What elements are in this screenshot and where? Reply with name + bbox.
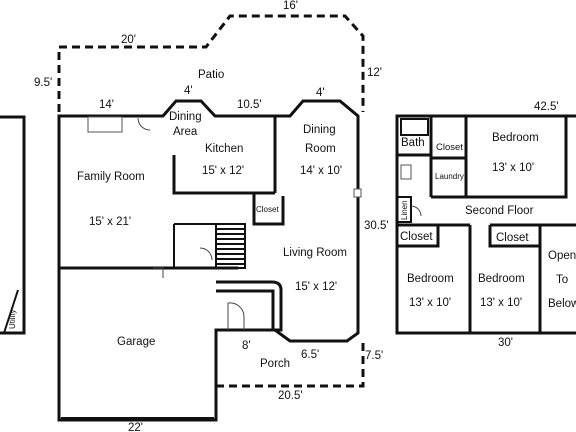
bedroom-top-size: 13' x 10' — [492, 162, 534, 174]
living-room-size: 15' x 12' — [295, 281, 337, 293]
living-room-label: Living Room — [283, 247, 347, 259]
side-window — [353, 188, 362, 198]
bedroom-mid-label: Bedroom — [478, 273, 525, 285]
dim-patio-top: 16' — [283, 0, 298, 12]
kitchen-divider — [172, 155, 275, 195]
closet-right-label: Closet — [496, 232, 529, 244]
family-room-size: 15' x 21' — [89, 216, 131, 228]
dim-second-floor-top: 42.5' — [534, 101, 559, 113]
utility-wall — [3, 289, 19, 334]
bedroom-top-label: Bedroom — [492, 132, 539, 144]
open-label-3: Below — [548, 298, 576, 310]
fireplace — [87, 116, 123, 133]
bath-sink — [400, 164, 412, 180]
laundry-label: Laundry — [435, 172, 464, 181]
patio-door-arc — [137, 117, 151, 131]
garage-label: Garage — [117, 336, 155, 348]
top-bedroom-walls — [466, 116, 568, 199]
dim-patio-left-top: 20' — [121, 34, 136, 46]
dim-kitchen-top: 10.5' — [237, 99, 262, 111]
house-outline — [57, 99, 360, 422]
family-room-label: Family Room — [77, 171, 145, 183]
kitchen-size: 15' x 12' — [202, 165, 244, 177]
dim-right-side: 30.5' — [364, 220, 389, 232]
bedroom-left-size: 13' x 10' — [409, 297, 451, 309]
front-door-arc — [227, 302, 245, 330]
stairs-outline — [215, 223, 246, 269]
dim-porch-left: 8' — [242, 340, 251, 352]
stairs-treads — [216, 228, 245, 265]
patio-outline — [57, 14, 365, 112]
dim-front-width: 20.5' — [278, 390, 303, 402]
porch-outline — [216, 341, 365, 388]
patio-label: Patio — [198, 69, 224, 81]
dining-room-label-2: Room — [305, 143, 336, 155]
dining-room-label-1: Dining — [303, 124, 336, 136]
open-label-1: Open — [548, 250, 576, 262]
closet-left-label: Closet — [400, 231, 433, 243]
bath-label: Bath — [401, 137, 425, 149]
dim-family-top: 14' — [99, 99, 114, 111]
basement-plan: Utility — [0, 115, 26, 335]
bedroom-left-label: Bedroom — [407, 273, 454, 285]
open-label-2: To — [556, 274, 568, 286]
bath-fixtures — [400, 118, 429, 136]
bath-walls — [397, 116, 468, 199]
second-floor-plan — [395, 114, 576, 335]
dim-dining-area-top: 4' — [184, 85, 193, 97]
dim-patio-side-left: 9.5' — [34, 77, 52, 89]
closet-left-walls — [397, 225, 440, 248]
dining-room-size: 14' x 10' — [300, 165, 342, 177]
dining-area-label-1: Dining — [169, 111, 202, 123]
half-bath-wall — [173, 223, 216, 268]
dim-porch-side: 7.5' — [365, 350, 383, 362]
stairs — [215, 223, 246, 269]
closet-hall-label: Closet — [436, 142, 463, 153]
porch-label: Porch — [260, 358, 290, 370]
dim-garage-width: 22' — [128, 422, 143, 432]
half-bath-door-arc — [199, 247, 213, 261]
basement-outline — [0, 115, 26, 335]
bedroom-mid-size: 13' x 10' — [480, 297, 522, 309]
kitchen-label: Kitchen — [205, 143, 243, 155]
linen-walls — [397, 196, 412, 223]
closet-wall — [252, 193, 285, 226]
dim-patio-side-right: 12' — [367, 67, 382, 79]
garage-door-arc — [153, 267, 164, 278]
linen-label: Linen — [400, 200, 409, 220]
dim-second-floor-bottom: 30' — [498, 337, 513, 349]
dim-dining-room-top: 4' — [316, 87, 325, 99]
main-floor-plan — [57, 14, 365, 422]
dining-area-label-2: Area — [173, 126, 198, 138]
linen-door-arc — [410, 205, 422, 217]
dim-porch-right: 6.5' — [301, 349, 319, 361]
second-floor-label: Second Floor — [465, 205, 534, 217]
entry-wall — [216, 280, 283, 332]
closet-main-label: Closet — [256, 205, 279, 214]
utility-label: Utility — [8, 309, 17, 329]
